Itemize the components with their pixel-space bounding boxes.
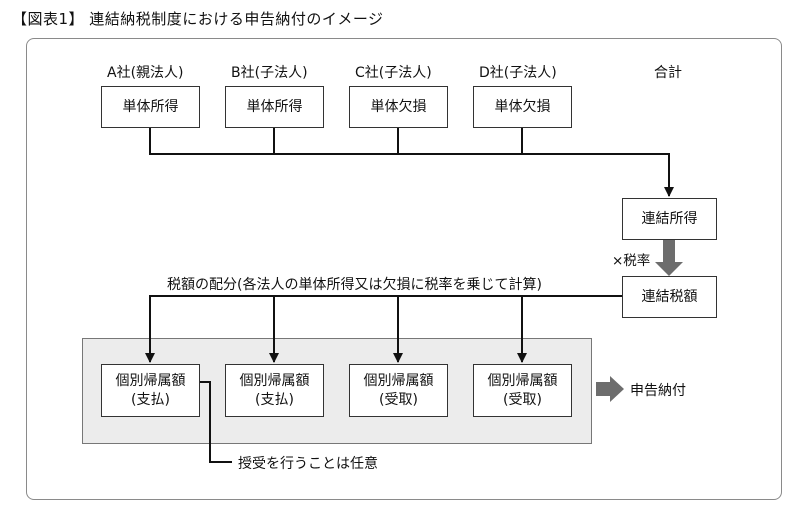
company-d-box: 単体欠損 — [473, 86, 572, 128]
allocation-c-box: 個別帰属額 (受取) — [349, 364, 448, 417]
company-c-label: C社(子法人) — [355, 65, 432, 81]
filing-label: 申告納付 — [630, 383, 686, 399]
transfer-bracket-line — [199, 381, 232, 463]
company-b-box: 単体所得 — [225, 86, 324, 128]
tax-rate-block-arrow — [655, 240, 683, 276]
allocation-b-line1: 個別帰属額 — [239, 372, 310, 389]
allocation-a-line2: (支払) — [131, 391, 170, 408]
allocation-d-line2: (受取) — [503, 391, 542, 408]
allocation-b-box: 個別帰属額 (支払) — [225, 364, 324, 417]
company-c-box: 単体欠損 — [349, 86, 448, 128]
allocation-c-line2: (受取) — [379, 391, 418, 408]
company-b-label: B社(子法人) — [231, 65, 308, 81]
allocation-b-line2: (支払) — [255, 391, 294, 408]
tax-rate-label: ×税率 — [612, 253, 651, 269]
allocation-c-line1: 個別帰属額 — [363, 372, 434, 389]
company-a-label: A社(親法人) — [107, 65, 184, 81]
allocation-a-box: 個別帰属額 (支払) — [101, 364, 200, 417]
total-label: 合計 — [654, 65, 682, 81]
transfer-note: 授受を行うことは任意 — [238, 456, 378, 472]
figure-title: 【図表1】 連結納税制度における申告納付のイメージ — [12, 10, 384, 28]
company-a-box: 単体所得 — [101, 86, 200, 128]
allocation-d-line1: 個別帰属額 — [487, 372, 558, 389]
consolidated-tax-box: 連結税額 — [622, 276, 717, 318]
allocation-a-line1: 個別帰属額 — [115, 372, 186, 389]
allocation-d-box: 個別帰属額 (受取) — [473, 364, 572, 417]
allocation-label: 税額の配分(各法人の単体所得又は欠損に税率を乗じて計算) — [165, 274, 544, 294]
company-d-label: D社(子法人) — [479, 65, 557, 81]
filing-block-arrow — [596, 376, 624, 402]
consolidated-income-box: 連結所得 — [622, 198, 717, 240]
